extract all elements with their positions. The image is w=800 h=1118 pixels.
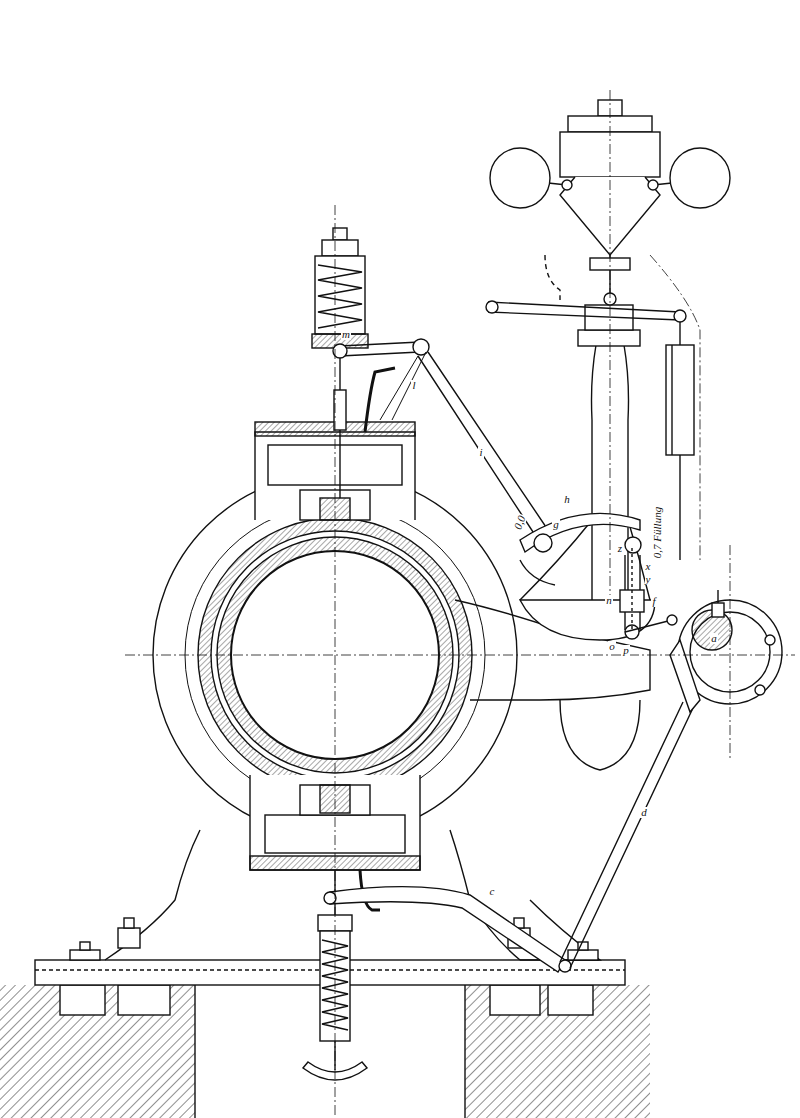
part-letter: x — [645, 561, 652, 572]
part-letter: z — [617, 543, 623, 554]
part-letter: a — [710, 633, 718, 644]
part-letter: d — [640, 807, 648, 818]
part-letter: l — [411, 380, 416, 391]
part-letter: c — [489, 886, 496, 897]
part-letter: h — [563, 494, 571, 505]
part-letter: 0,0 — [512, 513, 528, 532]
part-letter: m — [341, 329, 351, 340]
part-letter: 0,7 Füllung — [653, 505, 664, 558]
part-letter: g — [552, 519, 560, 530]
part-letter: i — [478, 447, 483, 458]
part-letter: p — [622, 645, 630, 656]
part-letter: o — [608, 641, 616, 652]
part-letter: n — [605, 595, 613, 606]
part-letter: y — [645, 574, 652, 585]
part-letter: f — [651, 596, 656, 607]
